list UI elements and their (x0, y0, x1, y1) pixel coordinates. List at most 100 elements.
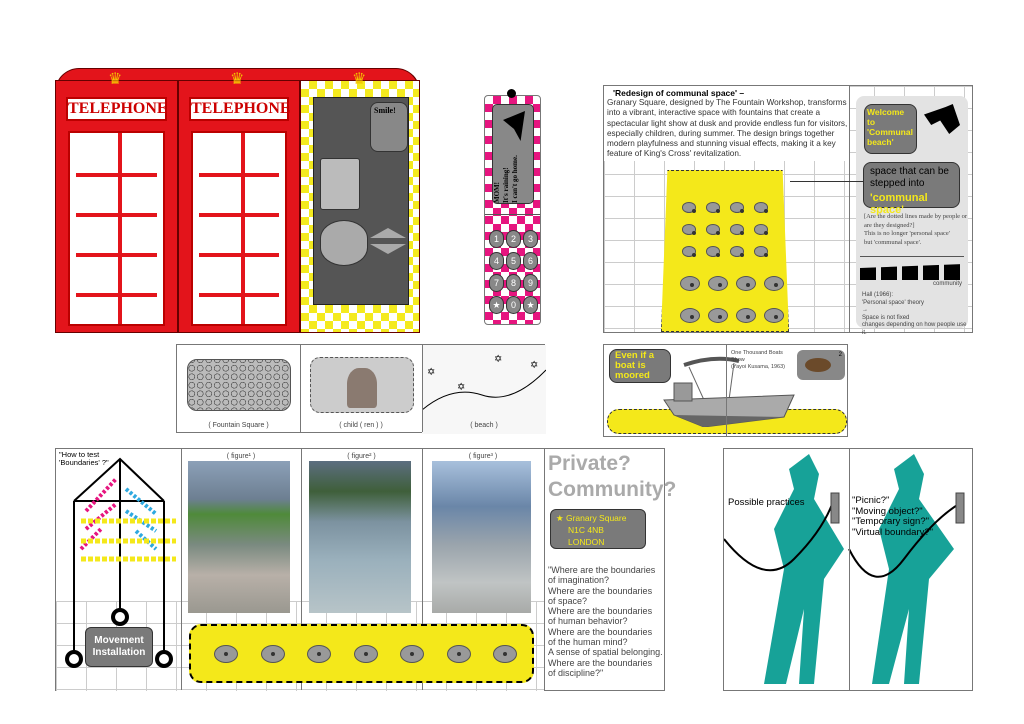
quote-line: of imagination? (548, 575, 610, 586)
fountain-disc (764, 308, 784, 323)
star-icon: ★ (556, 513, 566, 523)
practice-option: "Picnic?" (852, 495, 890, 506)
practices-panel: Possible practices "Picnic?" "Moving obj… (723, 448, 973, 691)
welcome-bubble: Welcome to 'Communal beach' (864, 104, 917, 154)
possible-practices-label: Possible practices (728, 497, 805, 508)
caption: ( child ( ren ) ) (339, 422, 383, 429)
crown-icon: ♛ (230, 71, 245, 88)
smile-bubble: Smile! (370, 102, 408, 152)
section-body: Granary Square, designed by The Fountain… (607, 98, 848, 159)
community-label: community (932, 281, 962, 287)
key-9[interactable]: 9 (523, 274, 538, 292)
fountain-disc (493, 645, 517, 663)
key-2[interactable]: 2 (506, 230, 521, 248)
key-8[interactable]: 8 (506, 274, 521, 292)
fountain-disc (730, 202, 744, 213)
quote-line: Where are the boundaries (548, 626, 653, 637)
fountain-disc (353, 645, 378, 663)
key-4[interactable]: 4 (489, 252, 504, 270)
fountain-disc (682, 202, 696, 213)
practice-option: "Virtual boundary?" (852, 526, 934, 538)
quote-line: of human behavior? (548, 616, 628, 627)
community-title: Community? (548, 478, 677, 501)
key-5[interactable]: 5 (506, 252, 521, 270)
mobile-phone-illustration: MOM!It's raining!I can't go home. 1 2 3 … (484, 89, 541, 325)
quote-line: A sense of spatial belonging. (548, 647, 663, 658)
fountain-disc (307, 645, 331, 663)
key-7[interactable]: 7 (489, 274, 504, 292)
quote-line: of the human mind? (548, 637, 628, 648)
movement-installation-structure (65, 457, 176, 668)
character-icon (503, 111, 525, 141)
note-text: This is no longer 'personal space' (864, 230, 950, 237)
reference-text: 'Personal space' theory (862, 299, 924, 306)
note-text: but 'communal space'. (864, 238, 922, 246)
svg-text:✡: ✡ (530, 360, 538, 371)
fountain-disc (400, 645, 424, 663)
quote-line: Where are the boundaries (548, 657, 653, 668)
figure-photo-1 (188, 461, 290, 613)
moored-bubble: Even if a boat is moored (609, 349, 671, 383)
screen-text: MOM! (493, 182, 501, 203)
practice-option: "Temporary sign?" (852, 516, 929, 527)
figure-caption: ( figure¹ ) (226, 453, 256, 460)
location-postcode: N1C 4NB (568, 525, 604, 535)
concept-strip: ✡✡✡✡ ( Fountain Square ) ( child ( ren )… (176, 344, 547, 434)
key-1[interactable]: 1 (489, 230, 504, 248)
teal-figures-illustration (724, 454, 965, 684)
fountain-disc (730, 246, 744, 257)
question-text: [Are the dotted lines made by people or … (864, 213, 968, 229)
fountain-grid-icon (187, 359, 291, 411)
key-3[interactable]: 3 (523, 230, 538, 248)
boat-illustration (654, 355, 804, 428)
fountain-disc (446, 645, 471, 663)
reference-detail: (Yayoi Kusama, 1963) (731, 364, 786, 370)
crown-icon: ♛ (352, 71, 367, 88)
child-illustration (310, 357, 414, 413)
fountain-disc (214, 645, 238, 663)
fountain-disc (682, 246, 696, 257)
quote-line: of discipline?" (548, 667, 604, 678)
screen-text: It's raining! (502, 167, 510, 203)
fountain-disc (706, 202, 720, 213)
fountain-disc (754, 224, 768, 235)
svg-text:✡: ✡ (427, 367, 435, 378)
fountain-disc (708, 276, 728, 291)
key-star[interactable]: ★ (489, 296, 504, 314)
fountain-disc (708, 308, 728, 323)
section-heading: 'Redesign of communal space' – (613, 88, 745, 98)
screen-text: I can't go home. (511, 155, 519, 203)
practice-option: "Moving object?" (852, 505, 923, 517)
caption: ( Fountain Square ) (208, 422, 269, 429)
how-to-test-question: "How to test 'Boundaries' ?" (59, 450, 109, 467)
fountain-disc (706, 224, 720, 235)
figure-caption: ( figure³ ) (468, 453, 498, 460)
fountain-disc (764, 276, 784, 291)
communal-space-panel: 'Redesign of communal space' – Granary S… (603, 85, 973, 336)
quote-line: Where are the boundaries (548, 606, 653, 617)
quote-line: of space? (548, 595, 588, 606)
conclusion-text: Space is not fixed (862, 314, 910, 321)
fountain-disc (736, 308, 756, 323)
telephone-sign: TELEPHONE (189, 97, 291, 121)
figure-photo-2 (309, 461, 411, 613)
key-6[interactable]: 6 (523, 252, 538, 270)
fountain-disc (682, 224, 696, 235)
fountain-disc (260, 645, 285, 663)
arrow-icon: → (862, 307, 868, 313)
reference-number: 2 (838, 352, 842, 358)
telephone-sign: TELEPHONE (66, 97, 168, 121)
payphone-icon (320, 158, 360, 210)
location-name: Granary Square (565, 513, 627, 523)
key-star[interactable]: ★ (523, 296, 538, 314)
reference-text: Hall (1966): (862, 292, 894, 298)
private-title: Private? (548, 452, 631, 475)
movement-installation-label: Movement Installation (85, 627, 153, 667)
fountain-disc (754, 202, 768, 213)
figure-photo-3 (432, 461, 531, 613)
fountain-disc (736, 276, 756, 291)
figure-caption: ( figure² ) (347, 453, 376, 460)
svg-text:✡: ✡ (494, 354, 502, 365)
key-0[interactable]: 0 (506, 296, 521, 314)
